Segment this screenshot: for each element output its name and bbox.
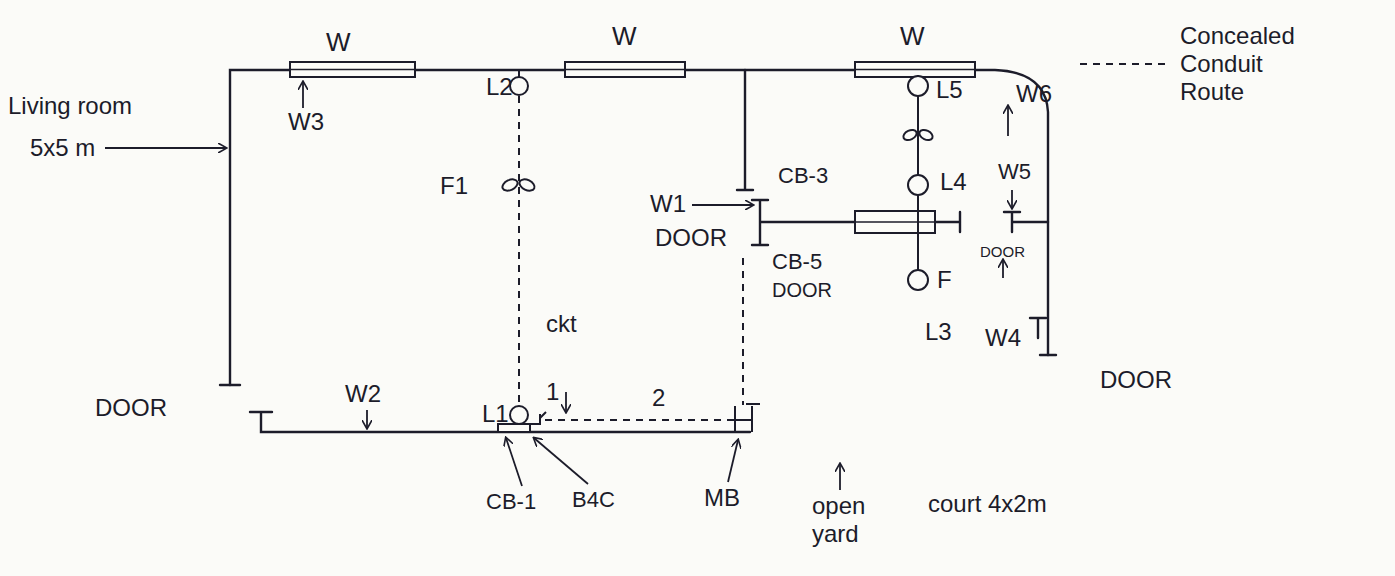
window-glazing-line — [290, 70, 975, 223]
walls — [1030, 318, 1046, 338]
window-label: W1 — [650, 190, 686, 218]
door-label: DOOR — [655, 224, 727, 252]
room-dimension: 5x5 m — [30, 134, 95, 162]
door-label: DOOR — [95, 394, 167, 422]
lamp-symbol — [908, 76, 928, 96]
leader-arrow — [728, 440, 738, 482]
area-dimension: court 4x2m — [928, 490, 1047, 518]
leader-arrow — [506, 438, 522, 486]
circuit-number: 2 — [652, 384, 665, 412]
legend-note: Concealed Conduit Route — [1180, 22, 1320, 106]
door-label: DOOR — [1100, 366, 1172, 394]
leader-arrow — [366, 410, 368, 428]
leader-arrow — [1011, 190, 1013, 208]
window-label: W — [612, 22, 637, 50]
switch-and-board — [498, 404, 760, 432]
concealed-conduit — [545, 419, 735, 421]
fan-label: F — [937, 266, 952, 294]
wiring-run — [519, 70, 918, 270]
fan-symbol — [501, 177, 520, 193]
door-label: DOOR — [980, 238, 1025, 266]
circuit-breaker-label: CB-1 — [486, 488, 536, 516]
area-name: open yard — [812, 492, 874, 548]
lamp-label: L5 — [936, 76, 963, 104]
window-glazing-line — [290, 70, 975, 223]
window-label: W6 — [1016, 80, 1052, 108]
lamp-label: L1 — [482, 400, 509, 428]
board-label: B4C — [572, 486, 615, 514]
window-label: W5 — [998, 158, 1031, 186]
leader-arrow — [1002, 260, 1004, 278]
wiring-run — [917, 195, 919, 270]
leader-arrow — [692, 204, 753, 206]
window-label: W4 — [985, 324, 1021, 352]
lamp-label: L2 — [486, 73, 513, 101]
walls — [220, 384, 240, 386]
leader-arrow — [839, 464, 841, 490]
wiring-run — [518, 70, 520, 77]
switch-and-board — [735, 404, 760, 432]
window-label: W2 — [345, 380, 381, 408]
fan-symbol — [918, 128, 934, 142]
concealed-conduit — [1080, 63, 1170, 65]
circuit-breaker-label: CB-5 — [772, 248, 822, 276]
lamp-symbol — [908, 175, 928, 195]
fan-symbol — [902, 128, 918, 142]
switch-and-board — [530, 412, 546, 424]
walls — [220, 70, 1056, 432]
leader-arrow — [302, 82, 304, 108]
window-label: W — [326, 28, 351, 56]
fan-symbol — [518, 177, 537, 193]
walls — [1040, 354, 1056, 356]
door-label: DOOR — [772, 276, 832, 304]
walls — [737, 70, 753, 190]
circuit-breaker-label: CB-3 — [778, 162, 828, 190]
concealed-conduit — [518, 96, 520, 405]
concealed-conduit — [742, 258, 744, 405]
leader-arrow — [534, 438, 588, 484]
fan-symbol — [501, 128, 935, 193]
window-label: W3 — [288, 108, 324, 136]
lamp-label: L4 — [940, 168, 967, 196]
walls — [230, 70, 1048, 385]
fan-label: F1 — [440, 172, 468, 200]
window-label: W — [900, 22, 925, 50]
main-board-label: MB — [704, 484, 740, 512]
circuit-number: 1 — [546, 378, 559, 406]
lamp-symbol — [908, 270, 928, 290]
walls — [752, 200, 855, 245]
walls — [1004, 212, 1048, 232]
circuit-label: ckt — [546, 310, 577, 338]
lamp-symbol — [510, 406, 528, 424]
room-name: Living room — [8, 92, 132, 120]
lamp-label: L3 — [925, 318, 952, 346]
lamp-symbol — [510, 76, 928, 424]
concealed-conduit — [519, 64, 1170, 420]
walls — [935, 212, 960, 232]
leader-arrow — [105, 147, 226, 149]
leader-arrow — [1007, 106, 1009, 136]
leader-arrow — [565, 392, 567, 412]
window-symbol — [290, 62, 975, 233]
leader-arrow — [105, 82, 1012, 490]
